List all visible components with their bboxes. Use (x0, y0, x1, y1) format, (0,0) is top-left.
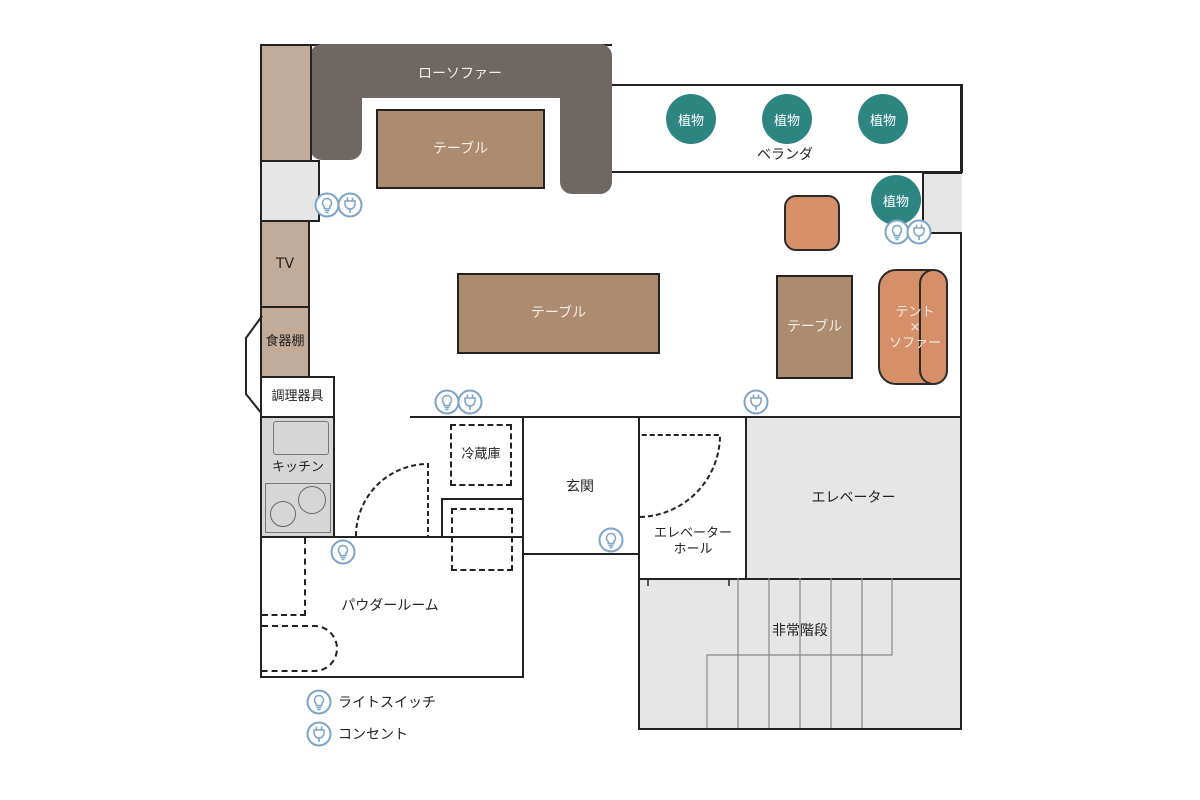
table-label: テーブル (530, 305, 587, 322)
legend-outlet-label: コンセント (338, 727, 408, 743)
washer-dashed (262, 538, 306, 616)
plant-2: 植物 (762, 94, 812, 144)
shelf-top (260, 44, 312, 162)
table-label: テーブル (786, 318, 843, 335)
tent-sofa-line2: × (909, 320, 921, 336)
tent-sofa-line3: ソファー (888, 335, 941, 351)
tent-sofa-arm (919, 269, 948, 385)
legend-light-switch-label: ライトスイッチ (338, 695, 436, 711)
powder-room-label: パウダールーム (341, 597, 439, 614)
emergency-stairs-label: 非常階段 (772, 622, 828, 639)
elevator-label: エレベーター (811, 489, 896, 506)
wall-powder-top (335, 536, 443, 538)
light-switch-icon (330, 539, 356, 565)
plant-label: 植物 (882, 194, 909, 210)
outlet-icon (743, 389, 769, 415)
plant-label: 植物 (677, 113, 704, 129)
kitchen-stove (265, 483, 331, 533)
wall-notch-v (441, 498, 443, 538)
plant-4: 植物 (871, 175, 921, 225)
stairs-lines (647, 578, 893, 728)
outlet-icon (457, 389, 483, 415)
table-center: テーブル (457, 273, 660, 354)
door-swing-powder (355, 462, 429, 537)
kitchen-sink (273, 421, 329, 455)
tent-sofa-line1: テント (895, 304, 935, 320)
elevator-hall-line1: エレベーター (653, 526, 732, 542)
elevator: エレベーター (745, 416, 962, 580)
plant-3: 植物 (858, 94, 908, 144)
table-label: テーブル (432, 140, 489, 157)
plant-1: 植物 (666, 94, 716, 144)
cookware-shelf: 調理器具 (260, 376, 335, 418)
legend-light-switch: ライトスイッチ (306, 689, 436, 715)
kitchen-label: キッチン (271, 460, 324, 476)
burner-icon (298, 486, 326, 514)
fridge-label: 冷蔵庫 (461, 447, 501, 463)
legend-outlet: コンセント (306, 721, 408, 747)
storage-corner (922, 172, 962, 234)
burner-icon (270, 501, 296, 527)
cabinet-bump-outline (245, 316, 263, 415)
low-sofa-label: ローソファー (418, 65, 502, 82)
fridge: 冷蔵庫 (450, 424, 512, 486)
tent-sofa-label: テント × ソファー (880, 298, 950, 358)
appliance-space (451, 508, 513, 571)
outlet-icon (906, 219, 932, 245)
cookware-label: 調理器具 (271, 389, 324, 405)
stool (784, 195, 840, 251)
low-sofa (310, 44, 612, 194)
table-right: テーブル (776, 275, 853, 379)
wall-notch-h (441, 498, 524, 500)
tv-stand: TV (260, 220, 310, 308)
outlet-icon (337, 192, 363, 218)
bathtub-dashed (262, 625, 338, 672)
table-top: テーブル (376, 109, 545, 189)
entrance-label: 玄関 (566, 478, 594, 495)
door-swing-hall (639, 434, 722, 518)
tv-label: TV (275, 255, 295, 272)
elevator-hall-line2: ホール (673, 542, 713, 557)
elevator-hall-label: エレベーター ホール (640, 522, 746, 562)
wall-right (960, 84, 962, 418)
plant-label: 植物 (869, 113, 896, 129)
dish-cabinet: 食器棚 (260, 306, 310, 378)
veranda-label: ベランダ (757, 146, 813, 163)
wall-fridge-top (438, 416, 524, 418)
dish-cabinet-label: 食器棚 (265, 334, 305, 350)
light-switch-icon (598, 527, 624, 553)
plant-label: 植物 (773, 113, 800, 129)
outlet-icon (306, 721, 332, 747)
storage-left (260, 160, 320, 222)
light-switch-icon (306, 689, 332, 715)
